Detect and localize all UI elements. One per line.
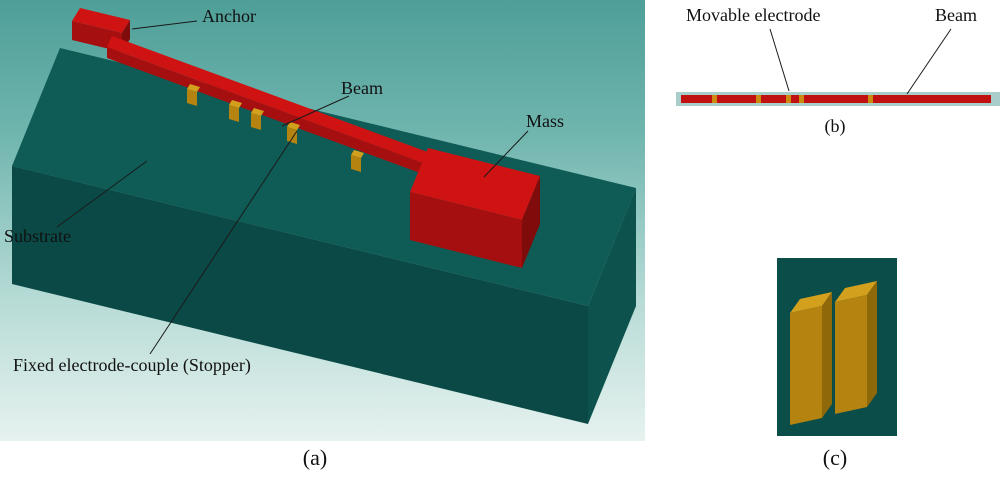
substrate-front-face bbox=[12, 166, 588, 424]
panel-a: Anchor Beam Mass Substrate Fixed electro… bbox=[0, 0, 645, 441]
movable-electrode-label: Movable electrode bbox=[686, 5, 821, 25]
caption-a: (a) bbox=[302, 445, 328, 470]
side-view-electrode-1 bbox=[712, 95, 717, 103]
mass-right-face bbox=[522, 176, 540, 268]
stopper-2-top-face bbox=[229, 100, 242, 108]
side-view-electrode-4 bbox=[799, 95, 804, 103]
electrode-left-top-face bbox=[790, 292, 832, 313]
substrate-leader-line bbox=[56, 160, 148, 228]
stopper-1-top-face bbox=[187, 84, 200, 92]
stopper-5-top-face bbox=[351, 150, 364, 158]
electrode-right-front-face bbox=[835, 295, 867, 414]
beam-b-leader-line bbox=[906, 28, 952, 95]
side-view-electrode-5 bbox=[868, 95, 873, 103]
anchor-leader-line bbox=[131, 20, 198, 30]
substrate-right-face bbox=[588, 188, 636, 424]
anchor-label: Anchor bbox=[202, 6, 256, 26]
stopper-4-front-face bbox=[287, 127, 297, 144]
stopper-block-5 bbox=[351, 150, 364, 172]
mass-top-face bbox=[410, 148, 540, 220]
stopper-leader-line bbox=[149, 130, 298, 355]
panel-c-scene bbox=[777, 258, 897, 436]
stopper-4-top-face bbox=[287, 122, 300, 130]
stopper-block-4 bbox=[287, 122, 300, 144]
stopper-block-3 bbox=[251, 108, 264, 130]
electrode-left-front-face bbox=[790, 306, 822, 425]
beam-leader-line bbox=[281, 95, 350, 127]
stopper-2-front-face bbox=[229, 105, 239, 122]
mass-label: Mass bbox=[526, 111, 565, 131]
stopper-3-front-face bbox=[251, 113, 261, 130]
mass-leader-line bbox=[483, 130, 529, 178]
beam-label: Beam bbox=[341, 78, 383, 98]
panel-b-scene bbox=[676, 28, 1000, 106]
side-view-electrode-3 bbox=[786, 95, 791, 103]
caption-b: (b) bbox=[824, 116, 846, 136]
beam-b-label: Beam bbox=[935, 5, 977, 25]
stopper-5-front-face bbox=[351, 155, 361, 172]
mass-front-face bbox=[410, 192, 522, 268]
electrode-right-top-face bbox=[835, 281, 877, 302]
side-view-electrode-2 bbox=[756, 95, 761, 103]
anchor-top-face bbox=[72, 8, 130, 33]
electrode-right-side-face bbox=[867, 281, 877, 407]
electrode-left-side-face bbox=[822, 292, 832, 418]
beam-top-face bbox=[107, 36, 444, 169]
movable-electrode-leader-line bbox=[769, 28, 790, 92]
stopper-3-top-face bbox=[251, 108, 264, 116]
electrode-block-left bbox=[790, 292, 832, 425]
panel-a-scene bbox=[12, 8, 636, 424]
substrate-label: Substrate bbox=[4, 226, 71, 246]
stopper-label: Fixed electrode-couple (Stopper) bbox=[13, 355, 251, 375]
side-view-beam-bar bbox=[681, 95, 991, 103]
electrode-block-right bbox=[835, 281, 877, 414]
beam-side-face bbox=[107, 47, 439, 180]
stopper-block-2 bbox=[229, 100, 242, 122]
caption-c: (c) bbox=[822, 445, 848, 470]
stopper-block-1 bbox=[187, 84, 200, 106]
stopper-1-front-face bbox=[187, 89, 197, 106]
